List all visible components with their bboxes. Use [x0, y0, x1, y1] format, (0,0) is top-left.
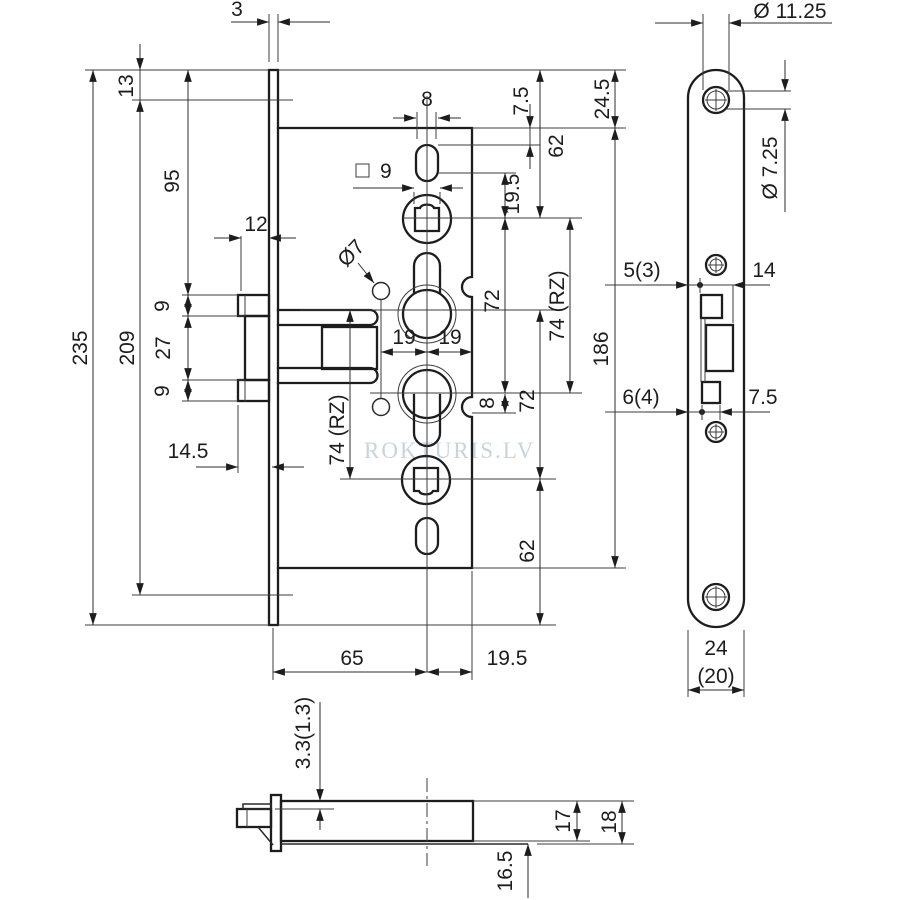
front-view-labels: 3 13 235 209 95 9 27 9 12 14.5 8 9 Ø7 19… [69, 0, 614, 670]
side-view-dimension-lines [275, 702, 634, 898]
dim-total-depth: 18 [598, 810, 621, 833]
lock-case-outline [276, 126, 474, 570]
dim-bolt-rest: 6(4) [622, 386, 659, 409]
faceplate-outline [686, 68, 746, 629]
side-faceplate-bar [269, 793, 283, 853]
dim-latch-throw: 14 [752, 259, 776, 282]
small-screw-upper [704, 253, 728, 277]
dim-top-to-latch: 95 [161, 169, 184, 192]
dim-cover-offset: 3.3(1.3) [292, 697, 315, 769]
dim-cylinder-to-follower: 72 [516, 389, 539, 412]
dim-case-to-slot: 7.5 [510, 86, 533, 115]
dim-screw-head-dia: Ø 11.25 [753, 0, 826, 23]
dim-plate-to-follower: 62 [545, 134, 568, 157]
pin-hole-top [371, 281, 391, 301]
faceplate-view-labels: Ø 11.25 Ø 7.25 5(3) 14 6(4) 7.5 24 (20) [622, 0, 826, 688]
dim-bolt-throw: 7.5 [748, 386, 777, 409]
faceplate-edge [267, 68, 280, 627]
dim-cylinder-to-follower-rz: 74 (RZ) [326, 394, 349, 465]
dim-plate-to-case: 24.5 [591, 79, 614, 120]
dim-faceplate-width-variant: (20) [697, 665, 734, 688]
side-view-labels: 3.3(1.3) 17 18 16.5 [292, 697, 621, 892]
dim-backset: 65 [340, 647, 363, 670]
dim-faceplate-width: 24 [704, 637, 728, 660]
dim-screw-offset: 13 [115, 74, 138, 97]
screw-hole-bottom [701, 582, 731, 612]
pin-hole-bottom [371, 397, 391, 417]
dim-plate-length: 235 [69, 330, 92, 365]
faceplate-view [686, 68, 746, 629]
side-latch-tip [235, 803, 274, 846]
dim-pin-hole-dia: Ø7 [333, 235, 369, 271]
dim-screw-hole-dia: Ø 7.25 [759, 136, 782, 199]
front-view-dimension-lines [85, 14, 626, 680]
front-view [236, 68, 474, 672]
dim-latch-seg-bottom: 9 [151, 385, 174, 397]
dim-latch-depth: 16.5 [494, 851, 517, 892]
dim-center-right: 19 [438, 326, 461, 349]
latch-bolt [236, 293, 271, 403]
dim-screw-spacing: 209 [116, 330, 139, 365]
dim-slot-to-follower: 19.5 [501, 174, 524, 215]
dim-latch-width: 12 [244, 213, 267, 236]
faceplate-latch-openings [699, 293, 735, 405]
dim-latch-seg-mid: 27 [152, 336, 175, 359]
watermark-text: ROKTURIS.LV [364, 438, 535, 463]
latch-guide-slots [276, 308, 379, 385]
dim-case-length: 186 [590, 331, 613, 366]
side-case-body [279, 799, 475, 843]
dim-slot-width: 8 [421, 88, 433, 111]
square-symbol [355, 163, 370, 178]
dim-center-left: 19 [392, 326, 415, 349]
dim-plate-thickness: 3 [231, 0, 243, 21]
dim-follower-to-cylinder: 72 [481, 289, 504, 312]
dim-follower-to-plate-end: 62 [516, 539, 539, 562]
dim-cylinder-to-notch: 8 [476, 397, 499, 409]
side-view [235, 778, 528, 866]
dim-case-depth: 17 [552, 809, 575, 832]
screw-hole-top [701, 85, 731, 115]
follower-bottom [400, 454, 452, 506]
dim-latch-seg-top: 9 [151, 300, 174, 312]
dim-latch-protrusion: 14.5 [168, 440, 209, 463]
dim-latch-rest: 5(3) [623, 259, 660, 282]
dim-center-to-case-edge: 19.5 [487, 647, 528, 670]
dim-follower-to-cylinder-rz: 74 (RZ) [546, 270, 569, 341]
faceplate-view-dimension-lines [605, 14, 832, 697]
small-screw-lower [704, 420, 728, 444]
dim-follower-square: 9 [380, 160, 392, 183]
